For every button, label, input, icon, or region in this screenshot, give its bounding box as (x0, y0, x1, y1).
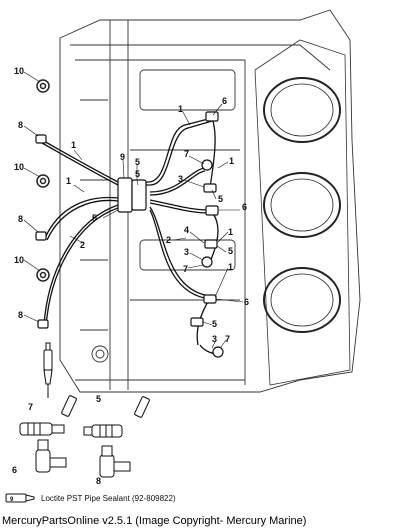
sealant-tube-icon (43, 342, 53, 398)
engine-block (59, 9, 361, 393)
callout-5: 5 (135, 169, 140, 179)
fitting-7-icon (19, 422, 65, 436)
callout-numbers: 10 8 1 10 1 8 2 10 8 9 5 5 5 1 6 7 1 3 5… (12, 66, 249, 486)
callout-3: 3 (184, 247, 189, 257)
callout-6: 6 (242, 202, 247, 212)
sealant-tube-icon (134, 396, 150, 418)
callout-5: 5 (218, 194, 223, 204)
bolt-heads (36, 79, 50, 282)
fitting-8-icon (99, 445, 131, 478)
callout-8: 8 (18, 310, 23, 320)
callout-1: 1 (229, 156, 234, 166)
callout-3: 3 (212, 334, 217, 344)
callout-8: 8 (18, 214, 23, 224)
callout-5: 5 (228, 246, 233, 256)
callout-8: 8 (96, 476, 101, 486)
callout-7: 7 (28, 402, 33, 412)
fitting-details (19, 342, 150, 478)
callout-9: 9 (120, 152, 125, 162)
callout-6: 6 (244, 297, 249, 307)
callout-10: 10 (14, 162, 24, 172)
callout-8: 8 (18, 120, 23, 130)
block-fittings (35, 111, 224, 358)
cylinder-bores (263, 77, 341, 333)
callout-4: 4 (184, 225, 189, 235)
callout-5: 5 (96, 394, 101, 404)
callout-6: 6 (222, 96, 227, 106)
callout-1: 1 (228, 227, 233, 237)
legend-key-number: 9 (10, 497, 14, 503)
legend-sealant-icon (5, 493, 35, 503)
callout-1: 1 (228, 262, 233, 272)
callout-7: 7 (225, 334, 230, 344)
callout-1: 1 (66, 176, 71, 186)
leader-lines (23, 71, 244, 349)
callout-2: 2 (166, 235, 171, 245)
callout-2: 2 (80, 240, 85, 250)
legend-text: Loctite PST Pipe Sealant (92-809822) (41, 494, 176, 503)
image-caption: MercuryPartsOnline v2.5.1 (Image Copyrig… (2, 515, 307, 527)
callout-1: 1 (178, 104, 183, 114)
callout-10: 10 (14, 66, 24, 76)
callout-7: 7 (184, 149, 189, 159)
callout-5: 5 (92, 213, 97, 223)
callout-6: 6 (12, 465, 17, 475)
callout-5: 5 (212, 319, 217, 329)
callout-5: 5 (135, 157, 140, 167)
fitting-6-icon (35, 439, 67, 473)
fitting-5-icon (83, 424, 123, 438)
callout-7: 7 (183, 264, 188, 274)
callout-3: 3 (178, 174, 183, 184)
callout-10: 10 (14, 255, 24, 265)
fuel-hoses (41, 117, 223, 355)
callout-1: 1 (71, 140, 76, 150)
sealant-tube-icon (61, 395, 77, 417)
